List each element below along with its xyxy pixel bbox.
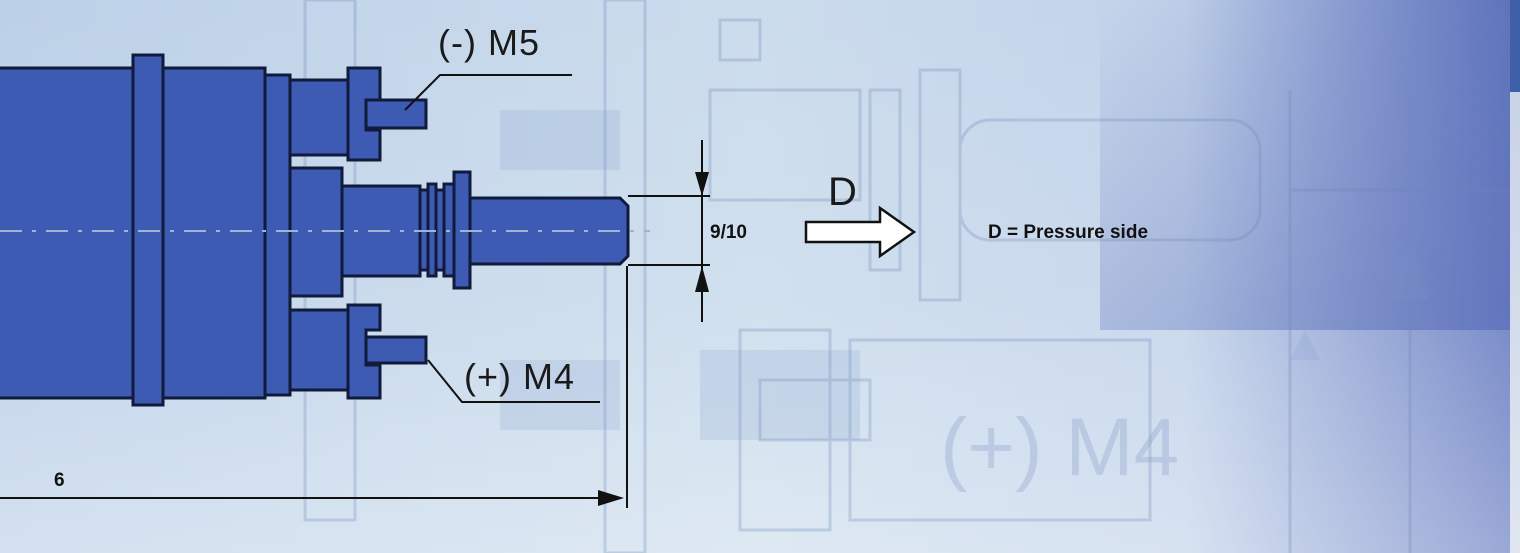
positive-terminal bbox=[288, 303, 428, 400]
ghost-fill bbox=[500, 110, 1430, 440]
pressure-arrow bbox=[804, 205, 917, 259]
watermark-text: (+) M4 bbox=[940, 402, 1179, 493]
leader-line-m4 bbox=[427, 359, 600, 403]
negative-terminal bbox=[288, 66, 428, 162]
label-positive-terminal: (+) M4 bbox=[464, 356, 576, 397]
label-pressure-legend: D = Pressure side bbox=[988, 222, 1149, 243]
label-negative-terminal: (-) M5 bbox=[438, 22, 540, 63]
label-arrow-letter: D bbox=[828, 170, 858, 214]
leader-line-m5 bbox=[404, 74, 572, 111]
diameter-dimension bbox=[628, 140, 710, 322]
label-shaft-dimension: 9/10 bbox=[710, 222, 747, 243]
right-edge-strip bbox=[1510, 0, 1520, 553]
ghost-drawing bbox=[303, 0, 1520, 553]
label-length-dimension: 6 bbox=[54, 470, 65, 491]
length-dimension bbox=[0, 266, 628, 508]
